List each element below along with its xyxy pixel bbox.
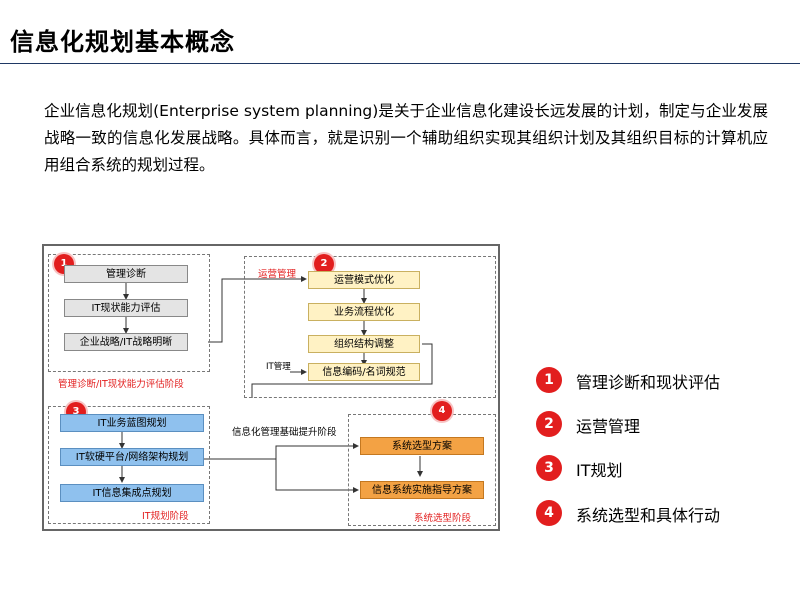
phase2-number-badge: 2: [314, 254, 334, 274]
phase3-box-3: IT信息集成点规划: [60, 484, 204, 502]
phase2-box-2: 业务流程优化: [308, 303, 420, 321]
phase2-group: [244, 256, 496, 398]
phase1-group: [48, 254, 210, 372]
middle-phase-label: 信息化管理基础提升阶段: [232, 427, 337, 438]
phase4-box-1: 系统选型方案: [360, 437, 484, 455]
phase2-box-1: 运营模式优化: [308, 271, 420, 289]
phase3-group: [48, 406, 210, 524]
phase2-label: 运营管理: [258, 269, 297, 280]
planning-diagram: 1 管理诊断 IT现状能力评估 企业战略/IT战略明晰 管理诊断/IT现状能力评…: [42, 244, 500, 531]
legend-text-3: IT规划: [576, 461, 623, 480]
phase2-it-label: IT管理: [266, 362, 291, 372]
legend-text-2: 运营管理: [576, 417, 641, 436]
phase1-box-3: 企业战略/IT战略明晰: [64, 333, 188, 351]
phase1-caption: 管理诊断/IT现状能力评估阶段: [58, 379, 184, 390]
legend-number-1: 1: [536, 367, 562, 393]
legend-text-1: 管理诊断和现状评估: [576, 373, 721, 392]
phase3-caption: IT规划阶段: [142, 511, 189, 522]
phase4-number-badge: 4: [432, 401, 452, 421]
connector-lines: [119, 276, 433, 493]
legend-number-2: 2: [536, 411, 562, 437]
phase4-caption: 系统选型阶段: [414, 513, 472, 524]
phase1-box-1: 管理诊断: [64, 265, 188, 283]
phase2-box-4: 信息编码/名词规范: [308, 363, 420, 381]
legend-text-4: 系统选型和具体行动: [576, 506, 721, 525]
phase2-box-3: 组织结构调整: [308, 335, 420, 353]
legend-number-4: 4: [536, 500, 562, 526]
phase4-group: [348, 414, 496, 526]
title-divider: [0, 63, 800, 64]
phase4-box-2: 信息系统实施指导方案: [360, 481, 484, 499]
legend-number-3: 3: [536, 455, 562, 481]
phase3-box-2: IT软硬平台/网络架构规划: [60, 448, 204, 466]
page-title: 信息化规划基本概念: [10, 28, 235, 56]
intro-paragraph: 企业信息化规划(Enterprise system planning)是关于企业…: [44, 102, 768, 174]
phase3-box-1: IT业务蓝图规划: [60, 414, 204, 432]
phase1-box-2: IT现状能力评估: [64, 299, 188, 317]
